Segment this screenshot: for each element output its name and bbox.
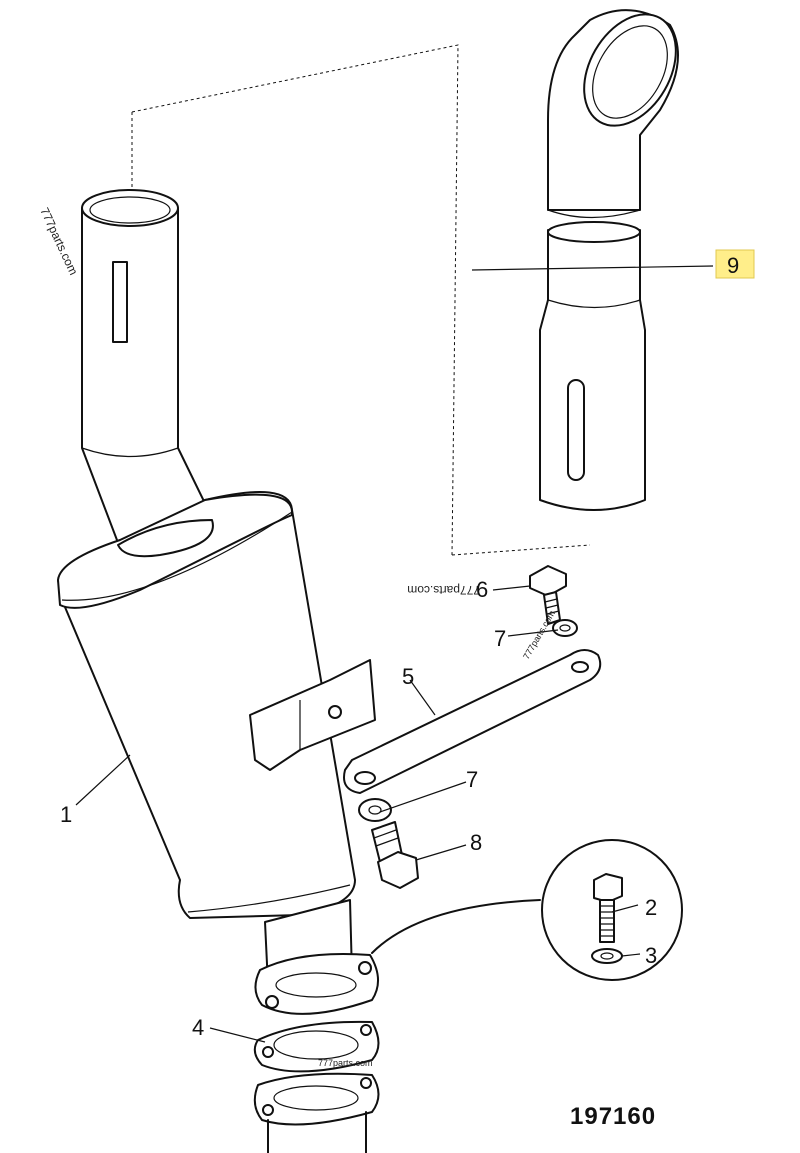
bolt-lower [371, 821, 419, 889]
callout-2[interactable]: 2 [645, 895, 657, 920]
exhaust-extension [539, 9, 679, 511]
callout-6[interactable]: 6 [476, 577, 488, 602]
watermark-near-bolt: 777parts.com [407, 583, 480, 597]
watermark-bottom: 777parts.com [318, 1058, 373, 1068]
callout-8[interactable]: 8 [470, 830, 482, 855]
muffler [57, 491, 356, 919]
callout-9-highlight [715, 249, 755, 279]
stay-bar [343, 649, 602, 794]
figure-number: 197160 [570, 1103, 656, 1130]
outlet-pipe [254, 899, 379, 1015]
callout-7-lower[interactable]: 7 [466, 767, 478, 792]
washer-upper [552, 619, 578, 637]
callout-9[interactable]: 9 [727, 253, 739, 278]
muffler-bracket [249, 659, 376, 771]
leader-lines [75, 265, 714, 1043]
detail-inset [371, 839, 683, 981]
callout-1[interactable]: 1 [60, 802, 72, 827]
callout-4[interactable]: 4 [192, 1015, 204, 1040]
watermark-left: 777parts.com [37, 205, 80, 277]
watermark-near-washer: 777parts.com [521, 609, 557, 661]
assembly-guide-lines [131, 44, 591, 556]
lower-flange [253, 1072, 380, 1153]
washer-lower [358, 798, 392, 822]
tailpipe [81, 189, 219, 549]
callout-7-upper[interactable]: 7 [494, 626, 506, 651]
callout-5[interactable]: 5 [402, 664, 414, 689]
gasket [253, 1020, 380, 1073]
callout-3[interactable]: 3 [645, 943, 657, 968]
